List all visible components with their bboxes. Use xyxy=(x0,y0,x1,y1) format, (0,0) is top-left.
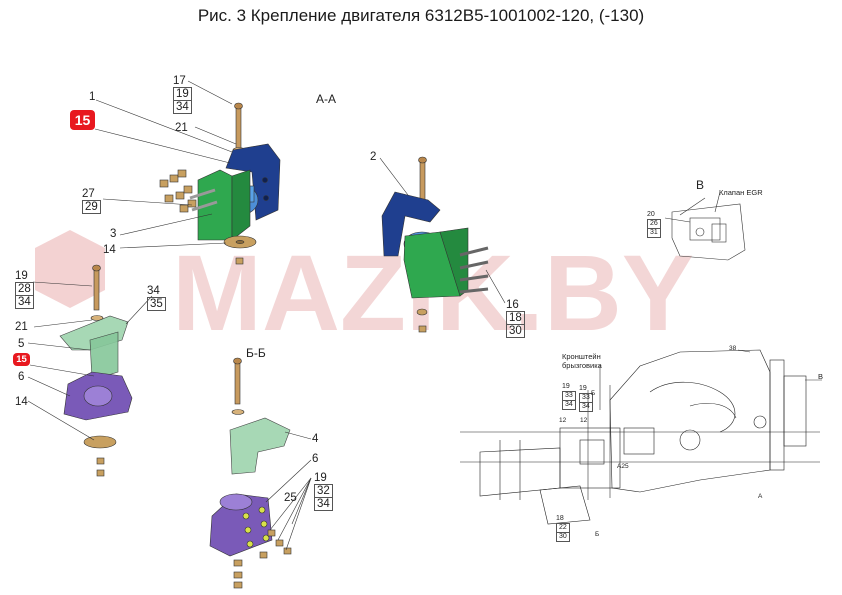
callout-27: 27 xyxy=(82,188,95,200)
callout-group-20-26-31: 20 26 31 xyxy=(647,211,661,238)
mudguard-bracket-label-1: Кронштейн xyxy=(562,352,601,361)
callout-20: 20 xyxy=(647,211,655,218)
mudguard-bracket-label-2: брызговика xyxy=(562,361,602,370)
callout-19: 19 xyxy=(579,385,587,392)
callout-group-19-28-34: 19 28 34 xyxy=(15,270,34,309)
callout-group-27-29: 27 29 xyxy=(82,188,101,214)
callout-group-19-32-34: 19 32 34 xyxy=(314,472,333,511)
callout-19: 19 xyxy=(15,270,28,282)
section-v-label: В xyxy=(696,178,705,192)
engine-mount-assembly-b-left xyxy=(59,264,133,477)
callout-30: 30 xyxy=(556,533,570,542)
callout-28: 28 xyxy=(15,282,34,296)
watermark-logo-icon xyxy=(35,230,105,308)
callout-group-34-35: 34 35 xyxy=(147,285,166,311)
callout-12: 12 xyxy=(580,417,588,424)
callout-21: 21 xyxy=(15,321,28,333)
callout-group-18-22-30: 18 22 30 xyxy=(556,515,570,542)
callout-34: 34 xyxy=(147,285,160,297)
engine-mount-assembly-a xyxy=(159,102,281,265)
callout-14: 14 xyxy=(15,396,28,408)
callout-29: 29 xyxy=(82,200,101,214)
callout-group-19-33-34-b: 19 33 34 xyxy=(579,385,593,412)
callout-34: 34 xyxy=(562,401,576,410)
section-a-marker: А xyxy=(758,493,763,500)
callout-34: 34 xyxy=(579,403,593,412)
callout-35: 35 xyxy=(147,297,166,311)
callout-17: 17 xyxy=(173,75,186,87)
leader-lines xyxy=(27,80,822,551)
callout-25: 25 xyxy=(284,492,297,504)
callout-19: 19 xyxy=(562,383,570,390)
callout-33: 33 xyxy=(562,391,576,401)
callout-6: 6 xyxy=(312,453,319,465)
section-aa-label: А-А xyxy=(316,92,337,106)
callout-group-16-18-30: 16 18 30 xyxy=(506,299,525,338)
callout-badge-15-bottom: 15 xyxy=(13,353,30,366)
callout-3: 3 xyxy=(110,228,117,240)
callout-1: 1 xyxy=(89,91,96,103)
callout-2: 2 xyxy=(370,151,377,163)
callout-group-19-33-34-a: 19 33 34 xyxy=(562,383,576,410)
callout-19: 19 xyxy=(314,472,327,484)
engine-mount-assembly-2 xyxy=(381,156,489,333)
callout-5: 5 xyxy=(18,338,25,350)
callout-30: 30 xyxy=(506,325,525,338)
callout-19: 19 xyxy=(173,87,192,101)
callout-21: 21 xyxy=(175,122,188,134)
callout-38: 38 xyxy=(729,345,737,352)
callout-a25: А25 xyxy=(617,463,629,470)
section-bb-label: Б-Б xyxy=(246,346,266,360)
view-arrow-v-label: В xyxy=(818,372,824,381)
callout-26: 26 xyxy=(647,219,661,229)
callout-badge-15-top: 15 xyxy=(70,110,95,130)
callout-6: 6 xyxy=(18,371,25,383)
callout-34: 34 xyxy=(173,101,192,114)
callout-33: 33 xyxy=(579,393,593,403)
callout-14: 14 xyxy=(103,244,116,256)
engine-mount-assembly-bb xyxy=(209,357,292,589)
callout-16: 16 xyxy=(506,299,519,311)
callout-group-17-19-34: 17 19 34 xyxy=(173,75,192,114)
chassis-side-view xyxy=(460,349,820,525)
callout-34: 34 xyxy=(15,296,34,309)
section-b-marker-bottom: Б xyxy=(595,531,600,538)
callout-18: 18 xyxy=(506,311,525,325)
callout-32: 32 xyxy=(314,484,333,498)
callout-12: 12 xyxy=(559,417,567,424)
callout-18: 18 xyxy=(556,515,564,522)
callout-34: 34 xyxy=(314,498,333,511)
callout-22: 22 xyxy=(556,523,570,533)
callout-31: 31 xyxy=(647,229,661,238)
figure-title: Рис. 3 Крепление двигателя 6312В5-100100… xyxy=(197,6,645,25)
egr-valve-label: Клапан EGR xyxy=(719,188,763,197)
egr-valve-detail xyxy=(671,197,746,261)
section-b-marker: Б xyxy=(591,390,596,397)
callout-4: 4 xyxy=(312,433,319,445)
